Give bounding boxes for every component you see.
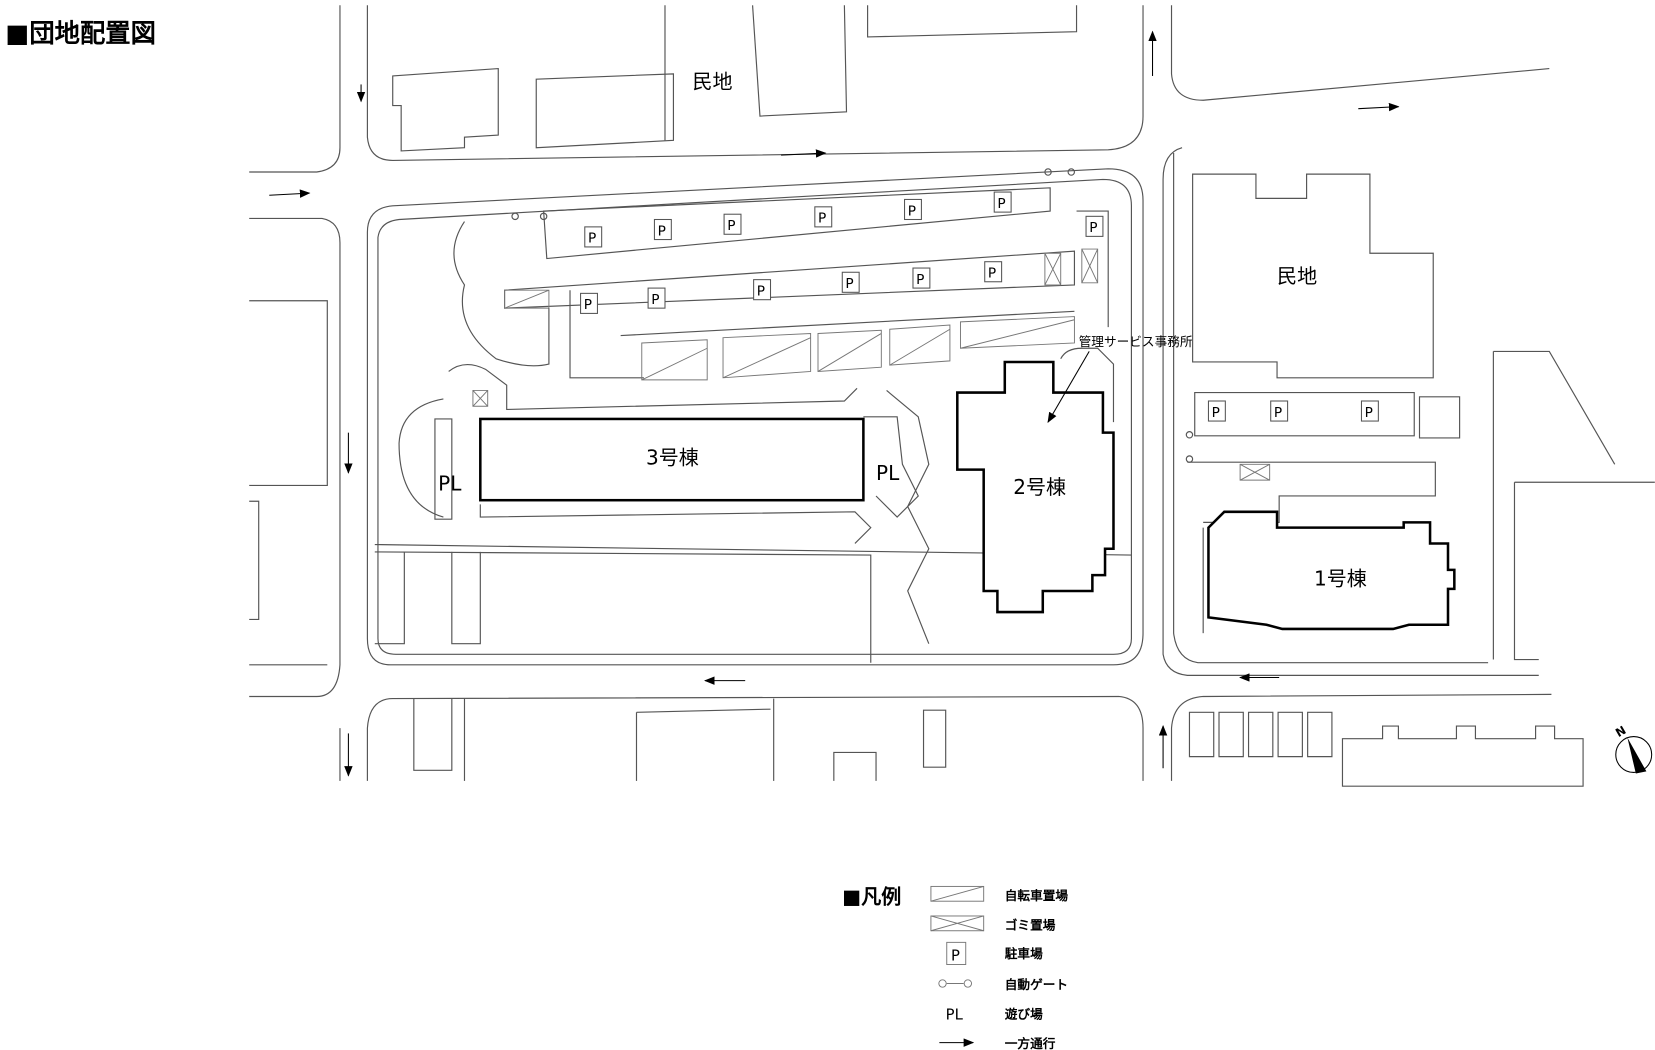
parking-mark: P — [916, 272, 924, 288]
legend-parking-symbol — [946, 941, 967, 965]
legend-label: 遊び場 — [1005, 1006, 1043, 1021]
parking-mark: P — [1212, 405, 1220, 421]
management-office-callout[interactable]: 管理サービス事務所 — [1047, 334, 1193, 424]
playground-west-label: PL — [438, 472, 462, 496]
parking-mark: P — [1274, 405, 1282, 421]
parking-icon — [1085, 215, 1104, 237]
automatic-gates — [511, 168, 1194, 463]
one-way-arrows — [269, 30, 1400, 777]
building-3[interactable]: 3号棟 — [479, 417, 865, 502]
legend-gate-symbol — [938, 979, 973, 988]
parking-marks: P P P P P P P P P P P P P P P P — [580, 191, 1379, 422]
compass-north-label: N — [1613, 723, 1628, 740]
parking-icon — [904, 198, 922, 221]
parking-mark: P — [818, 211, 826, 227]
parking-icon — [647, 287, 666, 309]
parking-mark: P — [845, 276, 853, 292]
parking-icon — [993, 191, 1012, 213]
legend: ■凡例 P PL 自転車置場 ゴミ置場 駐車場 自動ゲート 遊び場 一方通行 — [842, 884, 1068, 1050]
parking-icon — [814, 206, 833, 228]
legend-bicycle-symbol — [930, 885, 985, 902]
building-2[interactable]: 2号棟 — [956, 360, 1115, 614]
legend-title: ■凡例 — [842, 884, 901, 908]
building-1-label: 1号棟 — [1314, 567, 1367, 591]
page-title: ■団地配置図 — [5, 18, 155, 48]
building-1[interactable]: 1号棟 — [1207, 510, 1456, 631]
roads — [249, 5, 1552, 781]
parking-mark: P — [988, 266, 996, 282]
parking-icon — [753, 279, 772, 301]
parking-icon — [1270, 400, 1289, 422]
parking-icon — [984, 261, 1003, 283]
legend-parking-mark: P — [951, 947, 960, 964]
parking-mark: P — [727, 218, 735, 234]
legend-label: 一方通行 — [1005, 1036, 1056, 1050]
parking-mark: P — [757, 283, 765, 299]
building-3-label: 3号棟 — [646, 445, 699, 469]
compass-icon: N — [1613, 723, 1653, 774]
management-office-label: 管理サービス事務所 — [1079, 334, 1193, 349]
legend-label: ゴミ置場 — [1005, 918, 1056, 933]
legend-label: 自転車置場 — [1005, 888, 1069, 903]
parking-mark: P — [584, 297, 592, 313]
parking-icon — [723, 213, 742, 235]
private-land-east-label: 民地 — [1277, 264, 1317, 288]
parking-mark: P — [997, 196, 1005, 212]
building-2-label: 2号棟 — [1013, 475, 1066, 499]
legend-label: 駐車場 — [1005, 946, 1043, 961]
parking-mark: P — [658, 223, 666, 239]
parking-icon — [1360, 400, 1379, 422]
surrounding-structures — [249, 5, 1655, 787]
parking-mark: P — [651, 292, 659, 308]
parking-icon — [1207, 400, 1226, 422]
parking-icon — [841, 271, 860, 293]
parking-icon — [912, 267, 931, 289]
legend-playground-mark: PL — [946, 1006, 964, 1023]
parking-mark: P — [1365, 405, 1373, 421]
parking-mark: P — [588, 231, 596, 247]
parking-icon — [580, 292, 598, 314]
private-land-north-label: 民地 — [692, 70, 732, 94]
parking-mark: P — [908, 203, 916, 219]
parking-icon — [584, 226, 603, 248]
parking-mark: P — [1089, 220, 1097, 236]
playground-east-label: PL — [876, 461, 900, 485]
pointer-arrow-icon — [1047, 351, 1090, 424]
legend-label: 自動ゲート — [1005, 977, 1068, 992]
legend-garbage-symbol — [930, 915, 985, 932]
parking-icon — [653, 218, 672, 241]
